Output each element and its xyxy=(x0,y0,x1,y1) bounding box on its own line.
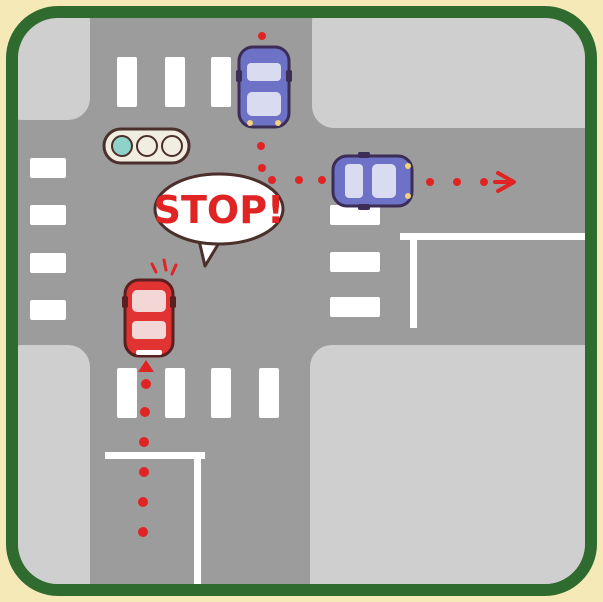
traffic-light-lamp-right xyxy=(162,136,182,156)
sidewalk-bottom-right xyxy=(310,345,603,602)
stop-text: STOP! xyxy=(154,188,285,232)
traffic-light xyxy=(104,129,189,163)
red-car xyxy=(122,280,176,356)
traffic-light-lamp-mid xyxy=(137,136,157,156)
traffic-light-lamp-lit xyxy=(112,136,132,156)
crosswalk-right xyxy=(330,205,380,317)
blue-car-right xyxy=(333,152,412,210)
blue-car-top xyxy=(236,47,292,127)
